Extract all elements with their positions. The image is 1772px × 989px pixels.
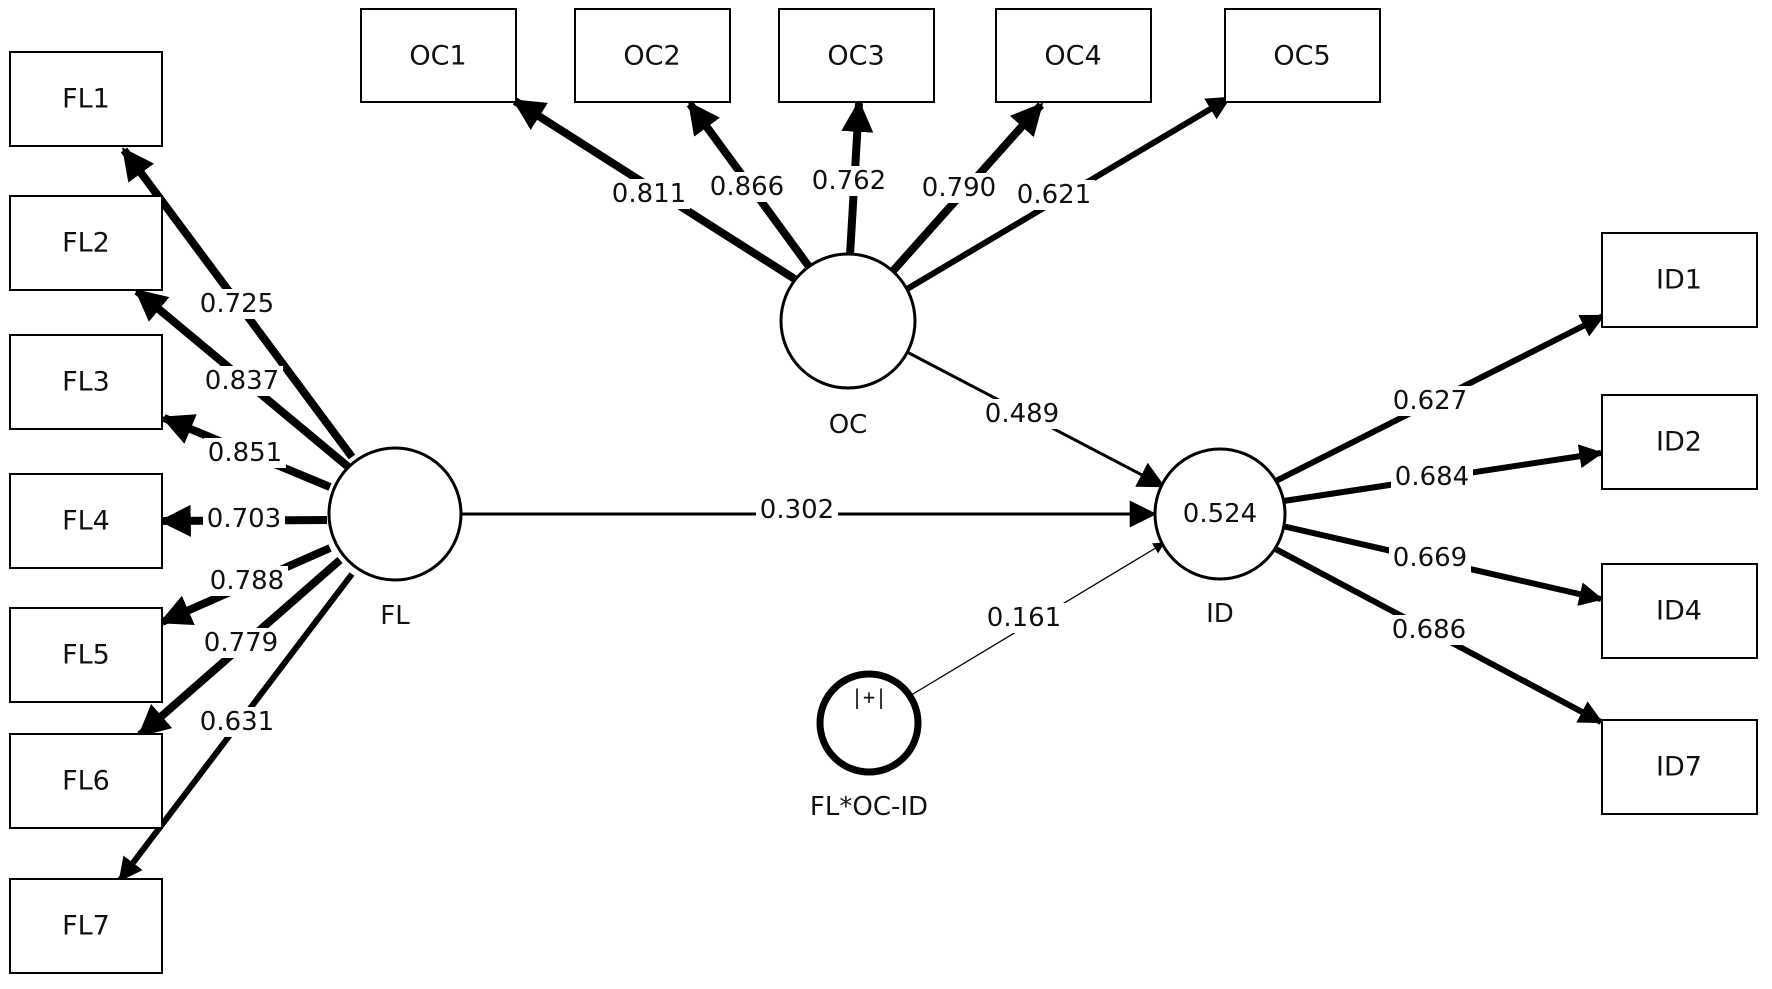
indicator-box-fl6 xyxy=(9,733,163,829)
indicator-label-oc2: OC2 xyxy=(623,41,680,72)
indicator-label-oc1: OC1 xyxy=(409,41,466,72)
coefficient-labels: 0.725 0.837 0.851 0.703 0.788 0.779 0.63… xyxy=(196,166,1473,737)
indicator-box-id2 xyxy=(1601,394,1758,490)
indicator-label-id7: ID7 xyxy=(1656,752,1702,783)
indicator-box-fl5 xyxy=(9,607,163,703)
latent-node-oc xyxy=(779,252,917,390)
loading-fl2: 0.837 xyxy=(205,366,279,396)
moderator-node xyxy=(816,670,922,776)
loading-fl7: 0.631 xyxy=(200,707,274,737)
loading-oc5: 0.621 xyxy=(1017,180,1091,210)
indicator-label-id1: ID1 xyxy=(1656,265,1702,296)
indicator-label-fl5: FL5 xyxy=(62,640,110,671)
indicator-box-id7 xyxy=(1601,719,1758,815)
indicator-box-oc1 xyxy=(360,8,517,103)
loading-id7: 0.686 xyxy=(1392,615,1466,645)
moderator-glyph: |+| xyxy=(851,685,887,709)
indicator-box-fl4 xyxy=(9,473,163,569)
latent-node-fl xyxy=(327,446,463,582)
latent-nodes: FL OC 0.524 ID |+| FL*OC-ID xyxy=(327,252,1287,822)
indicator-label-id2: ID2 xyxy=(1656,427,1702,458)
latent-name-oc: OC xyxy=(829,410,868,440)
loading-id1: 0.627 xyxy=(1393,386,1467,416)
indicator-box-id4 xyxy=(1601,563,1758,659)
path-coef-oc-id: 0.489 xyxy=(985,399,1059,429)
indicator-label-fl1: FL1 xyxy=(62,84,110,115)
moderator-name: FL*OC-ID xyxy=(810,792,928,822)
loading-oc2: 0.866 xyxy=(710,172,784,202)
indicator-box-oc2 xyxy=(574,8,731,103)
loading-fl5: 0.788 xyxy=(210,566,284,596)
loading-fl4: 0.703 xyxy=(207,504,281,534)
latent-node-id xyxy=(1153,447,1287,581)
indicator-box-oc5 xyxy=(1224,8,1381,103)
indicator-box-oc4 xyxy=(995,8,1152,103)
indicator-label-oc3: OC3 xyxy=(827,41,884,72)
latent-name-id: ID xyxy=(1206,599,1234,629)
loading-oc3: 0.762 xyxy=(812,166,886,196)
indicator-label-fl6: FL6 xyxy=(62,766,110,797)
indicator-box-fl3 xyxy=(9,334,163,430)
latent-name-fl: FL xyxy=(380,601,410,631)
loading-id4: 0.669 xyxy=(1393,543,1467,573)
loading-fl3: 0.851 xyxy=(208,438,282,468)
indicator-label-fl3: FL3 xyxy=(62,367,110,398)
indicator-label-id4: ID4 xyxy=(1656,596,1702,627)
indicator-box-id1 xyxy=(1601,232,1758,328)
indicator-box-fl7 xyxy=(9,878,163,974)
path-coef-mod-id: 0.161 xyxy=(987,603,1061,633)
indicator-boxes: FL1 FL2 FL3 FL4 FL5 FL6 FL7 OC1 OC2 OC3 … xyxy=(9,8,1758,974)
indicator-label-fl4: FL4 xyxy=(62,506,110,537)
loading-id2: 0.684 xyxy=(1395,462,1469,492)
indicator-label-oc5: OC5 xyxy=(1273,41,1330,72)
indicator-label-fl2: FL2 xyxy=(62,228,110,259)
loading-oc1: 0.811 xyxy=(612,179,686,209)
indicator-box-fl1 xyxy=(9,51,163,147)
indicator-box-oc3 xyxy=(778,8,935,103)
indicator-label-oc4: OC4 xyxy=(1044,41,1101,72)
indicator-label-fl7: FL7 xyxy=(62,911,110,942)
loading-oc4: 0.790 xyxy=(922,173,996,203)
path-coef-fl-id: 0.302 xyxy=(760,495,834,525)
r-squared-id: 0.524 xyxy=(1183,499,1257,529)
loading-fl1: 0.725 xyxy=(200,289,274,319)
loading-fl6: 0.779 xyxy=(204,628,278,658)
indicator-box-fl2 xyxy=(9,195,163,291)
